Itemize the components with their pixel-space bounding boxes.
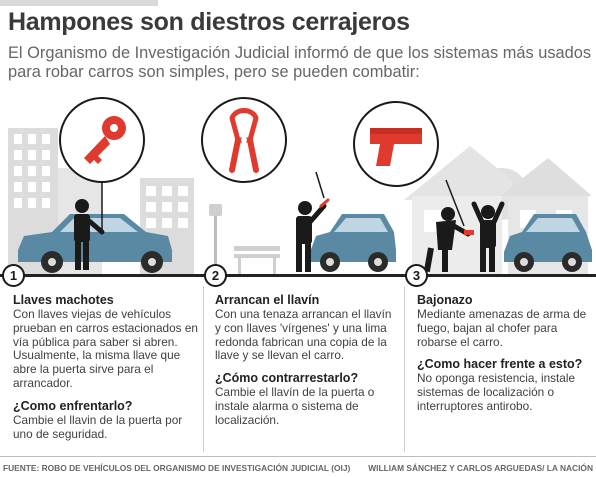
section-body: Con una tenaza arrancan el llavín y con …: [215, 307, 392, 363]
section-answer: No oponga resistencia, instale sistemas …: [417, 371, 576, 413]
thief-figure-1: [74, 199, 105, 270]
bench-illustration: [234, 246, 280, 274]
step-number-3: 3: [405, 264, 428, 287]
page-title: Hampones son diestros cerrajeros: [8, 8, 410, 36]
driver-figure: [471, 201, 505, 272]
column-divider-1: [203, 286, 204, 452]
column-divider-2: [404, 286, 405, 452]
street-lamp-illustration: [209, 204, 222, 274]
section-bajonazo: Bajonazo Mediante amenazas de arma de fu…: [417, 293, 589, 414]
section-title: Llaves machotes: [13, 293, 114, 307]
thief-figure-2: [296, 198, 330, 272]
section-arrancan-llavin: Arrancan el llavín Con una tenaza arranc…: [215, 293, 399, 428]
car-illustration-2: [310, 214, 396, 272]
illustration-scene: [8, 97, 592, 274]
section-llaves-machotes: Llaves machotes Con llaves viejas de veh…: [13, 293, 199, 441]
section-question: ¿Como enfrentarlo?: [13, 398, 133, 413]
section-question: ¿Cómo contrarrestarlo?: [215, 371, 359, 386]
ground-line: [0, 274, 596, 277]
step-number-2: 2: [204, 264, 227, 287]
section-answer: Cambie el llavín de la puerta o instale …: [215, 385, 375, 427]
key-icon: [84, 116, 126, 164]
top-accent-bar: [0, 0, 158, 6]
section-answer: Cambie el llavin de la puerta por uno de…: [13, 412, 183, 441]
footer-source: FUENTE: ROBO DE VEHÍCULOS DEL ORGANISMO …: [3, 463, 351, 473]
section-title: Arrancan el llavín: [215, 293, 320, 307]
pincers-callout-2: [201, 97, 325, 199]
section-body: Mediante amenazas de arma de fuego, baja…: [417, 307, 587, 349]
pistol-icon: [370, 128, 422, 166]
section-body: Con llaves viejas de vehículos prueban e…: [13, 307, 198, 390]
robber-figure: [423, 207, 474, 273]
car-illustration-3: [504, 214, 592, 272]
pincers-icon: [229, 108, 259, 173]
section-question: ¿Como hacer frente a esto?: [417, 357, 583, 372]
step-number-1: 1: [2, 264, 25, 287]
footer-rule: [0, 456, 596, 457]
footer-credit: WILLIAM SÁNCHEZ Y CARLOS ARGUEDAS/ LA NA…: [368, 463, 593, 473]
section-title: Bajonazo: [417, 293, 473, 307]
page-subtitle: El Organismo de Investigación Judicial i…: [8, 44, 592, 81]
